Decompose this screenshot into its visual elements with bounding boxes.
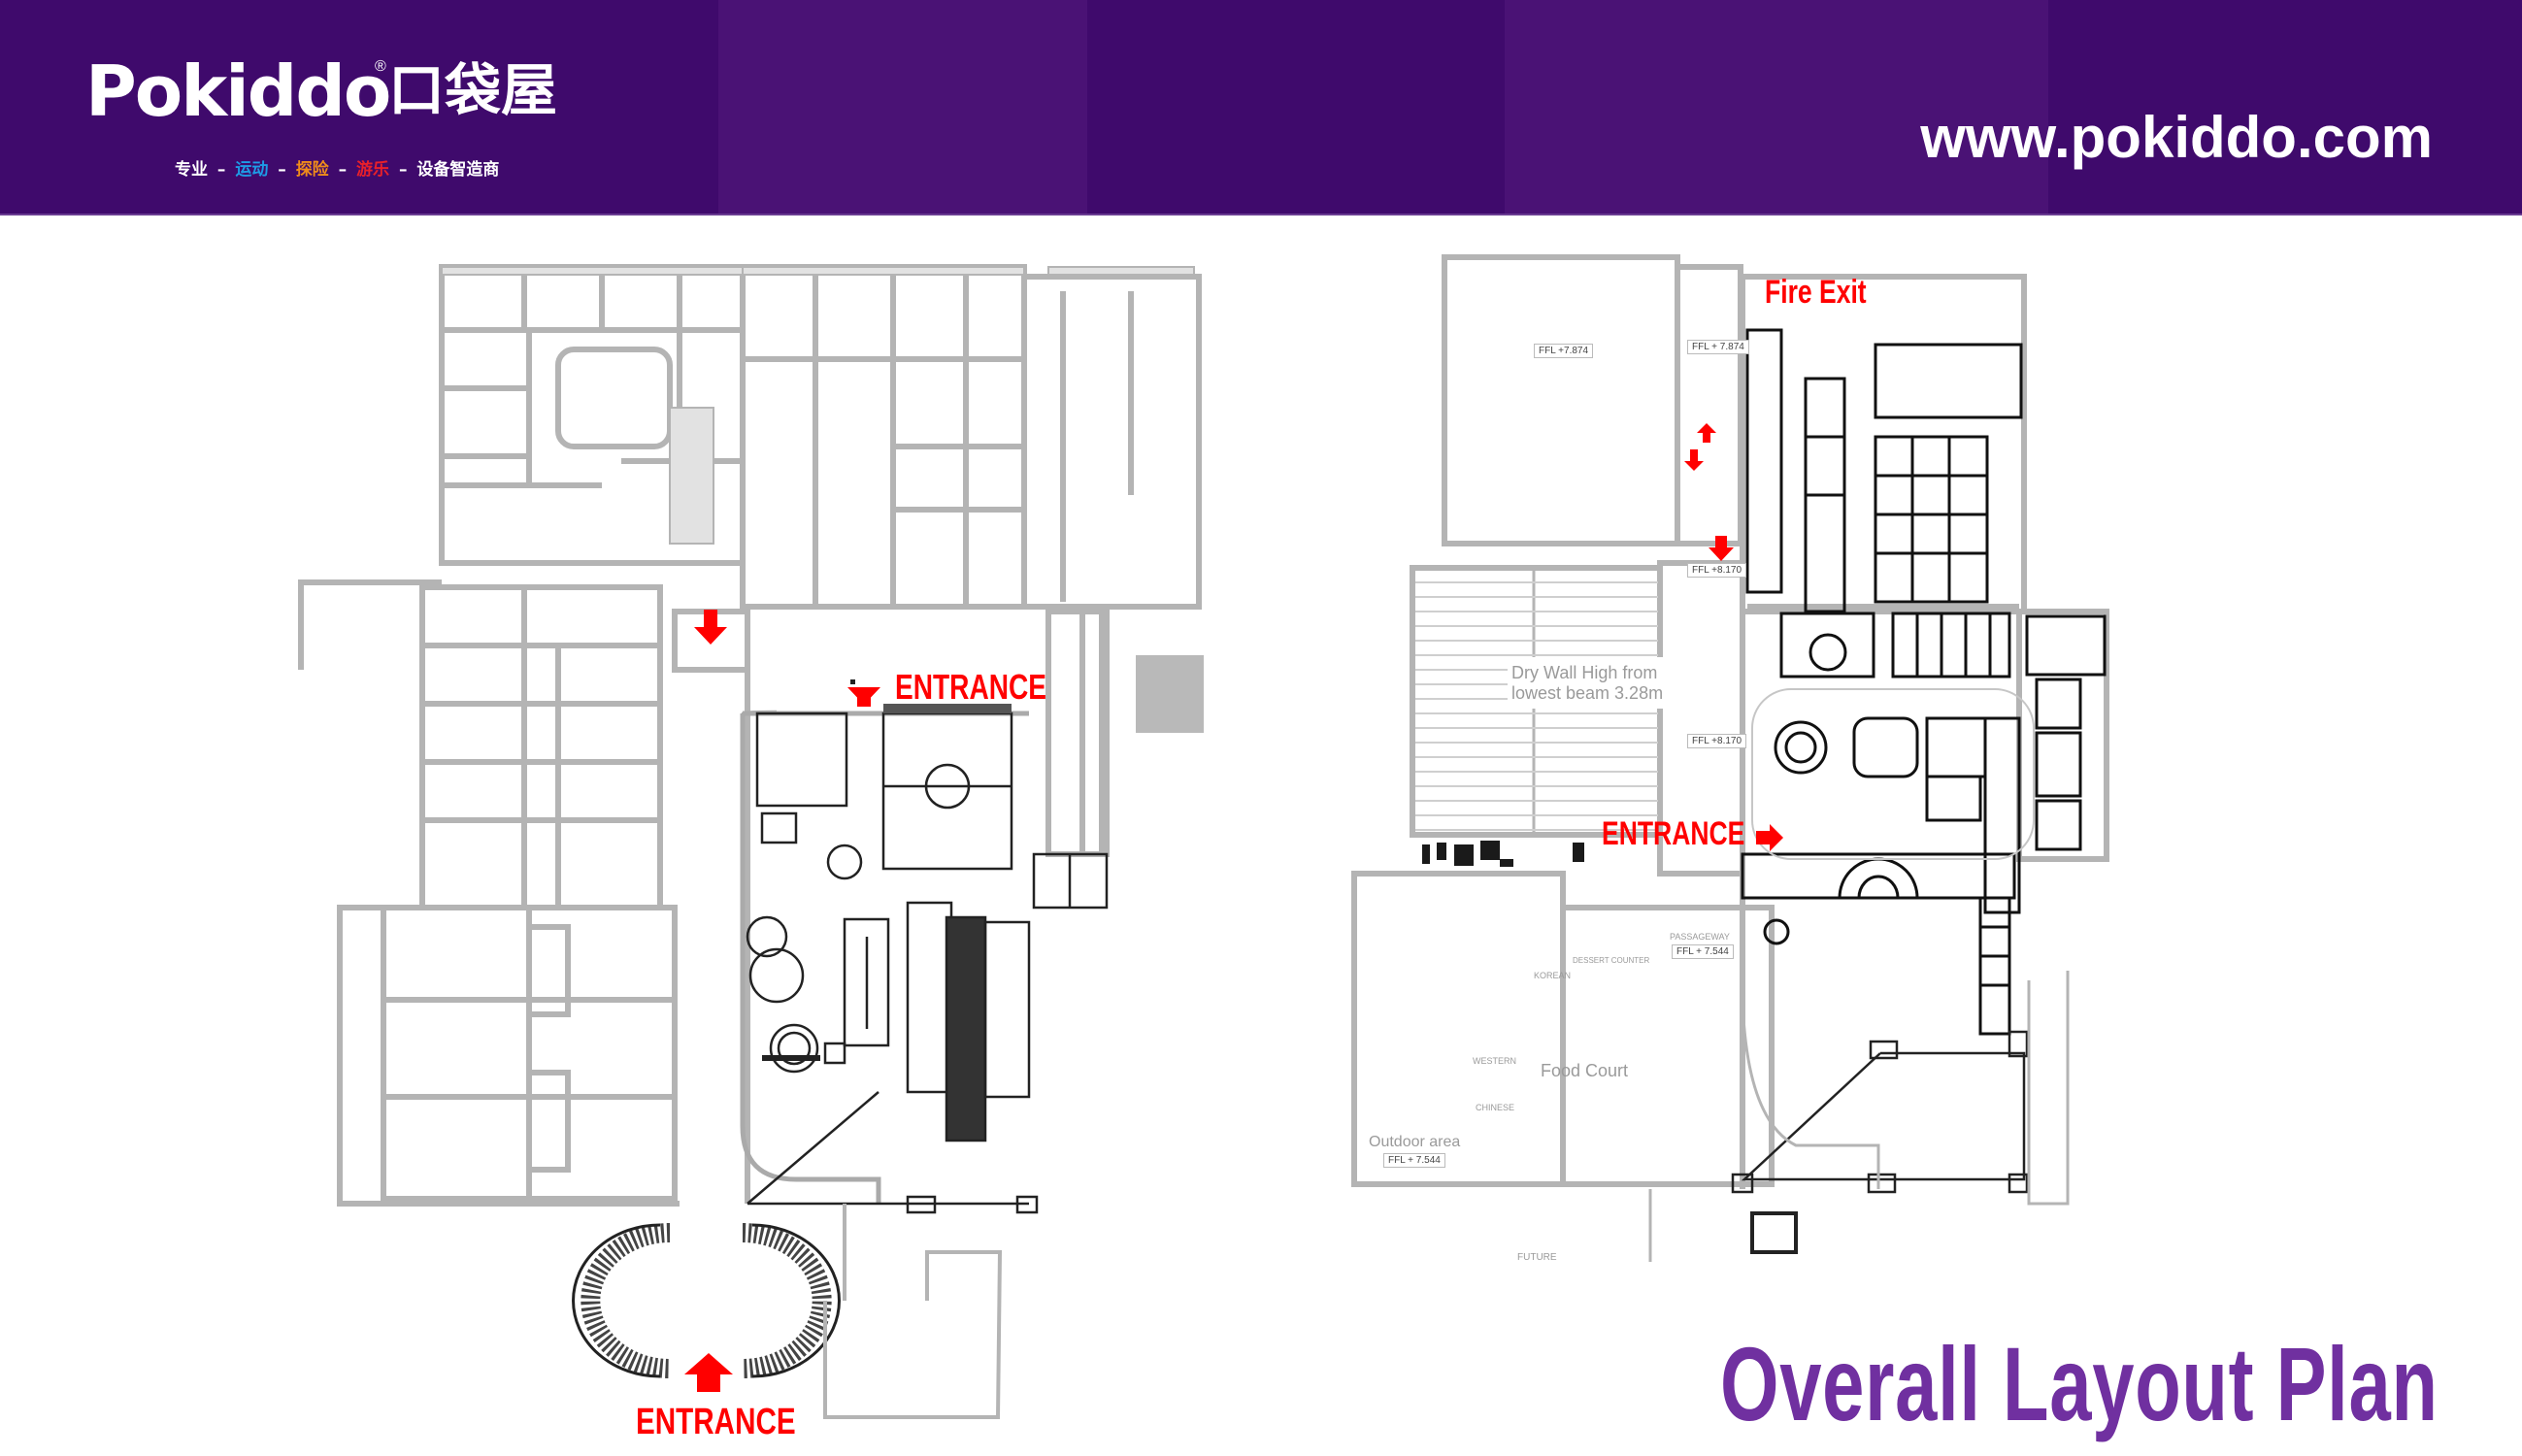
entrance-arrow-icon — [847, 687, 880, 707]
right-floor-plan — [1351, 254, 2109, 1262]
header-banner: Pokiddo ® 口袋屋 专业 – 运动 – 探险 – 游乐 – 设备智造商 … — [0, 0, 2522, 215]
entrance-arrow-icon — [1756, 824, 1783, 851]
tagline-part: 探险 — [295, 160, 329, 180]
ffl-label: FFL +8.170 — [1687, 563, 1747, 578]
spinner — [826, 844, 863, 880]
ffl-label: FFL +7.874 — [1534, 344, 1594, 358]
outdoor-area-label: Outdoor area — [1369, 1134, 1461, 1150]
page-title: Overall Layout Plan — [1720, 1325, 2439, 1442]
entrance-arrow-icon — [1709, 536, 1734, 561]
registered-mark: ® — [375, 58, 386, 75]
ffl-label: FFL + 7.544 — [1672, 944, 1734, 959]
header-band — [718, 0, 1087, 214]
trampoline-zone — [755, 711, 848, 808]
korean-counter-label: KOREAN — [1534, 971, 1572, 980]
food-court — [1560, 905, 1775, 1187]
logo-chinese: 口袋屋 — [388, 57, 558, 123]
pokiddo-logo: Pokiddo ® 口袋屋 — [85, 56, 571, 182]
soccer-field — [881, 711, 1013, 871]
left-floor-plan — [298, 264, 1204, 1419]
stair-down-arrow-icon — [1684, 449, 1704, 471]
entrance-label-bottom: ENTRANCE — [636, 1402, 796, 1442]
ffl-label: FFL +8.170 — [1687, 734, 1747, 748]
food-court-label: Food Court — [1541, 1061, 1629, 1080]
dry-wall-note-line: lowest beam 3.28m — [1511, 682, 1664, 703]
entrance-arrow-icon — [694, 610, 727, 645]
tagline: 专业 – 运动 – 探险 – 游乐 – 设备智造商 — [173, 155, 501, 180]
dry-wall-note-line: Dry Wall High from — [1511, 663, 1658, 682]
dessert-counter-label: DESSERT COUNTER — [1573, 956, 1650, 965]
tagline-part: 专业 — [175, 160, 208, 180]
logo-wordmark: Pokiddo — [85, 50, 391, 132]
dry-wall-note: Dry Wall High from lowest beam 3.28m — [1508, 657, 1668, 710]
ffl-label: FFL + 7.544 — [1383, 1153, 1445, 1168]
entrance-label-top: ENTRANCE — [895, 667, 1047, 707]
tagline-part: 游乐 — [356, 160, 390, 180]
ffl-label: FFL + 7.874 — [1687, 340, 1749, 354]
future-label: FUTURE — [1517, 1252, 1557, 1263]
ninja-rail — [843, 917, 890, 1047]
passageway-label: PASSAGEWAY — [1670, 932, 1730, 942]
website-link[interactable]: www.pokiddo.com — [1920, 105, 2433, 170]
tagline-part: – — [216, 160, 226, 180]
header-band — [1505, 0, 2048, 214]
tagline-part: 设备智造商 — [416, 160, 500, 180]
chinese-counter-label: CHINESE — [1476, 1103, 1515, 1112]
fire-exit-label: Fire Exit — [1765, 274, 1867, 311]
tagline-part: 运动 — [235, 160, 269, 180]
equipment-box — [1136, 655, 1204, 733]
tagline-part: – — [398, 160, 408, 180]
stair-up-arrow-icon — [1697, 423, 1716, 443]
entrance-label-right: ENTRANCE — [1602, 815, 1745, 852]
entrance-arrow-icon — [684, 1353, 733, 1392]
main-hall — [1442, 254, 1680, 546]
western-counter-label: WESTERN — [1473, 1056, 1516, 1066]
tagline-part: – — [338, 160, 348, 180]
tagline-part: – — [278, 160, 286, 180]
